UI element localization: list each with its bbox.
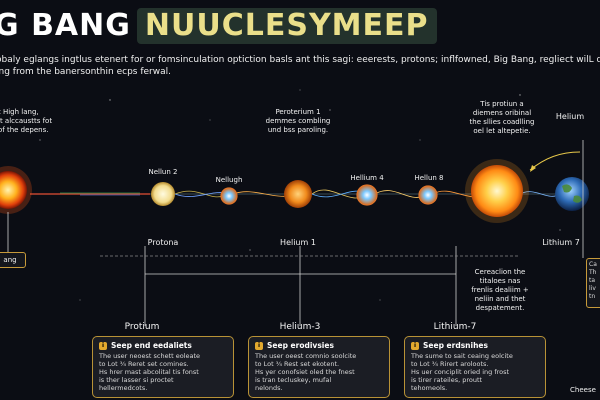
side-box-line: Ca bbox=[589, 261, 597, 268]
info-icon: i bbox=[255, 341, 263, 350]
info-icon: i bbox=[99, 341, 107, 350]
card-line: is tran tecluskey, mufal bbox=[255, 376, 332, 384]
center-note-line: frenlis dealiim + bbox=[471, 286, 529, 294]
left-box: ang bbox=[0, 252, 26, 268]
footer-text: Cheese bbox=[570, 386, 596, 394]
energy-line bbox=[30, 192, 580, 196]
earth-icon bbox=[555, 177, 589, 211]
bottom-head-helium3: Helium-3 bbox=[279, 322, 321, 332]
mid-note-line: und bss paroling. bbox=[267, 126, 329, 134]
card-line: to Lot ¾ Reret set comines. bbox=[99, 360, 189, 368]
card-line: tehomeols. bbox=[411, 384, 448, 392]
left-note-line: it alccaustts fot bbox=[0, 117, 53, 125]
info-card-helium3: i Seep erodivsies The user oeest comnio … bbox=[248, 336, 390, 398]
stage-label-lithium7: Lithium 7 bbox=[542, 238, 580, 247]
card-line: to Lot ¾ Rirert aroloots. bbox=[411, 360, 489, 368]
big-star-icon bbox=[465, 159, 529, 223]
mid-note: Peroterium 1 demmes combling und bss par… bbox=[258, 108, 338, 135]
stage-label-helium1: Helium 1 bbox=[280, 238, 316, 247]
mid-note-line: demmes combling bbox=[265, 117, 331, 125]
protium-node-icon bbox=[151, 182, 175, 206]
center-note-line: Cereaclion the bbox=[474, 268, 526, 276]
card-line: to Lot ¾ Rest set ekotent. bbox=[255, 360, 340, 368]
card-line: hellermedcots. bbox=[99, 384, 148, 392]
info-card-lithium7: i Seep erdsnihes The sume to sait ceaing… bbox=[404, 336, 546, 398]
helium-label: Helium bbox=[555, 112, 585, 121]
intro-line1: obaly eglangs ingtlus etenert for or fom… bbox=[0, 55, 600, 65]
mid-note-line: Peroterium 1 bbox=[275, 108, 321, 116]
card-body: The user neoest schett eoleate to Lot ¾ … bbox=[99, 352, 227, 392]
intro-line2: ing from the banersonthin ecps ferwal. bbox=[0, 67, 171, 77]
card-title: Seep erodivsies bbox=[267, 341, 334, 350]
right-note-line: the sllies coadlling bbox=[469, 118, 535, 126]
center-note-line: despatement. bbox=[475, 304, 525, 312]
card-line: Hs hrer mast abcolital tis fonst bbox=[99, 368, 199, 376]
card-line: The user oeest comnio soolcite bbox=[255, 352, 357, 360]
stage-label-protona: Protona bbox=[147, 238, 179, 247]
side-box-line: tn bbox=[589, 293, 596, 300]
title-part2: NUUCLESYMEEP bbox=[136, 8, 437, 44]
card-line: The sume to sait ceaing eolcite bbox=[411, 352, 513, 360]
card-title: Seep erdsnihes bbox=[423, 341, 488, 350]
right-note-line: diemens oribinal bbox=[472, 109, 532, 117]
side-box: Ca Th ta liv tn bbox=[586, 258, 600, 308]
card-body: The sume to sait ceaing eolcite to Lot ¾… bbox=[411, 352, 539, 392]
node-label-helium4: Hellium 4 bbox=[350, 174, 384, 182]
card-line: is tirer rateiles, proutt bbox=[411, 376, 483, 384]
bottom-head-lithium7: Lithium-7 bbox=[433, 322, 477, 332]
card-line: is ther lasser si proctet bbox=[99, 376, 174, 384]
node-label-nellugh: Nellugh bbox=[215, 176, 243, 184]
center-note: Cereaclion the titaloes nas frenlis deal… bbox=[460, 268, 540, 313]
node-label-helium8: Hellun 8 bbox=[414, 174, 444, 182]
bottom-head-protium: Protium bbox=[124, 322, 160, 332]
side-box-line: ta bbox=[589, 277, 596, 284]
info-icon: i bbox=[411, 341, 419, 350]
side-box-line: liv bbox=[589, 285, 596, 292]
card-header: i Seep erdsnihes bbox=[411, 341, 539, 350]
card-header: i Seep end eedaliets bbox=[99, 341, 227, 350]
helium4-node-icon bbox=[356, 184, 378, 206]
center-note-line: titaloes nas bbox=[479, 277, 521, 285]
card-line: Hs yer conofsiet oled the fnest bbox=[255, 368, 355, 376]
left-note-line: of the depens. bbox=[0, 126, 49, 134]
center-note-line: neliin and thet bbox=[474, 295, 526, 303]
intro-text: obaly eglangs ingtlus etenert for or fom… bbox=[0, 54, 600, 78]
helium2-node-icon bbox=[220, 187, 238, 205]
left-note: t High lang, it alccaustts fot of the de… bbox=[0, 108, 68, 135]
helium1-node-icon bbox=[284, 180, 312, 208]
left-note-line: t High lang, bbox=[0, 108, 39, 116]
card-title: Seep end eedaliets bbox=[111, 341, 192, 350]
title-part1: G BANG bbox=[0, 8, 131, 43]
info-card-protium: i Seep end eedaliets The user neoest sch… bbox=[92, 336, 234, 398]
right-note-line: oel let altepetie. bbox=[473, 127, 531, 135]
right-note-line: Tis protiun a bbox=[480, 100, 524, 108]
card-line: The user neoest schett eoleate bbox=[99, 352, 201, 360]
helium8-node-icon bbox=[418, 185, 438, 205]
right-note: Tis protiun a diemens oribinal the sllie… bbox=[462, 100, 542, 136]
card-line: nelonds. bbox=[255, 384, 283, 392]
node-label-helium2: Nellun 2 bbox=[148, 168, 178, 176]
card-body: The user oeest comnio soolcite to Lot ¾ … bbox=[255, 352, 383, 392]
sun-left-icon bbox=[0, 166, 32, 214]
card-header: i Seep erodivsies bbox=[255, 341, 383, 350]
card-line: Hs uer conciplit oried ing frost bbox=[411, 368, 510, 376]
side-box-line: Th bbox=[589, 269, 597, 276]
